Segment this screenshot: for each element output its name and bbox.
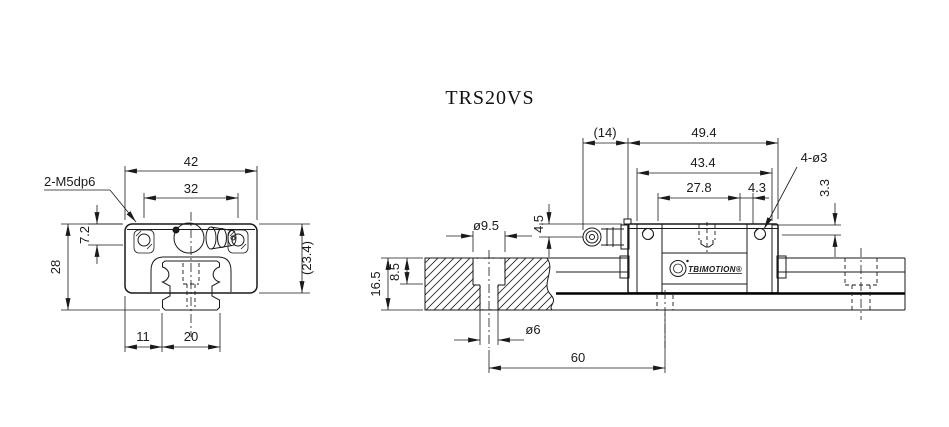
dim-23-4-label: (23.4) bbox=[299, 241, 314, 275]
brand-logo: TBIMOTION® bbox=[669, 259, 742, 277]
dim-7-2: 7.2 bbox=[77, 205, 123, 264]
side-mount-screw-left bbox=[641, 227, 655, 241]
dim-16-5-label: 16.5 bbox=[368, 271, 383, 296]
dim-20-label: 20 bbox=[184, 329, 198, 344]
dim-4-3-label: 4.3 bbox=[748, 180, 766, 195]
dim-60-label: 60 bbox=[571, 350, 585, 365]
dim-7-2-label: 7.2 bbox=[77, 226, 92, 244]
callout-m5-label: 2-M5dp6 bbox=[44, 174, 95, 189]
dim-16-5: 16.5 bbox=[368, 257, 423, 311]
dim-27-8-label: 27.8 bbox=[686, 180, 711, 195]
dim-d6-label: ø6 bbox=[525, 322, 540, 337]
dim-32-label: 32 bbox=[184, 181, 198, 196]
front-m5-hole-left bbox=[133, 229, 155, 254]
side-carriage bbox=[619, 218, 787, 294]
dim-28: 28 bbox=[48, 223, 160, 311]
callout-4-d3-label: 4-ø3 bbox=[801, 150, 828, 165]
dim-43-4-label: 43.4 bbox=[690, 155, 715, 170]
dim-d9-5: ø9.5 bbox=[446, 218, 532, 252]
side-dimensions: (14) 49.4 43.4 27.8 4.3 4-ø3 bbox=[368, 125, 841, 373]
dim-3-3-label: 3.3 bbox=[817, 179, 832, 197]
front-dimensions: 42 32 2-M5dp6 7.2 28 bbox=[44, 154, 314, 352]
dim-49-4-label: 49.4 bbox=[691, 125, 716, 140]
dim-32: 32 bbox=[143, 181, 239, 218]
brand-logo-emblem-icon bbox=[669, 260, 687, 277]
front-view bbox=[124, 212, 258, 337]
dim-28-label: 28 bbox=[48, 260, 63, 274]
dim-11-label: 11 bbox=[136, 329, 150, 344]
front-m5-hole-right bbox=[227, 229, 249, 254]
dim-3-3: 3.3 bbox=[772, 179, 841, 257]
callout-m5: 2-M5dp6 bbox=[44, 174, 137, 223]
brand-logo-text: TBIMOTION® bbox=[688, 265, 742, 274]
dim-43-4: 43.4 bbox=[637, 155, 772, 176]
side-mount-screw-right bbox=[753, 227, 767, 241]
dim-14: (14) bbox=[583, 125, 628, 146]
dim-14-label: (14) bbox=[593, 125, 616, 140]
dim-8-5: 8.5 bbox=[387, 258, 423, 285]
front-carriage-cavity bbox=[150, 256, 232, 292]
dim-d9-5-label: ø9.5 bbox=[473, 218, 499, 233]
front-rail-profile bbox=[161, 260, 221, 311]
side-grease-port bbox=[698, 222, 716, 252]
dim-49-4: 49.4 bbox=[628, 125, 778, 146]
dim-d6: ø6 bbox=[454, 310, 541, 345]
dim-42-label: 42 bbox=[184, 154, 198, 169]
dim-4-5: 4.5 bbox=[531, 204, 622, 257]
dim-42: 42 bbox=[124, 154, 258, 220]
side-grease-nipple bbox=[582, 224, 630, 250]
dim-27-8: 27.8 bbox=[658, 180, 740, 201]
dim-60: 60 bbox=[488, 313, 666, 373]
side-hidden-cbore-right bbox=[844, 248, 878, 320]
dim-11-20: 11 20 bbox=[124, 296, 221, 352]
drawing-title: TRS20VS bbox=[445, 87, 534, 109]
side-view: TBIMOTION® bbox=[424, 218, 906, 348]
front-grease-nipple bbox=[172, 222, 237, 254]
dim-4-3: 4.3 bbox=[740, 180, 769, 201]
dim-23-4: (23.4) bbox=[259, 223, 314, 294]
dim-8-5-label: 8.5 bbox=[387, 263, 402, 281]
dim-4-5-label: 4.5 bbox=[531, 215, 546, 233]
callout-4-d3: 4-ø3 bbox=[763, 150, 828, 230]
